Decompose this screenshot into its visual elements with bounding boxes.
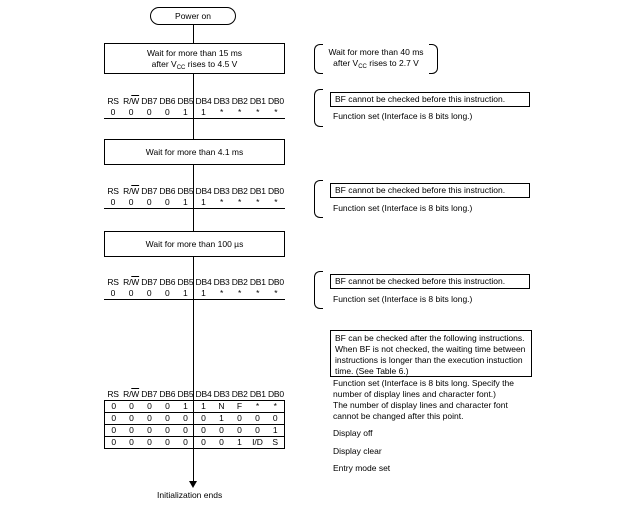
wait-15ms-line1: Wait for more than 15 ms — [146, 47, 243, 58]
note-brace-1 — [314, 89, 323, 127]
alt-wait-right-paren — [429, 44, 438, 74]
wait-4ms-label: Wait for more than 4.1 ms — [145, 146, 244, 157]
display-clear-note: Display clear — [333, 446, 382, 456]
function-set-note-2: Function set (Interface is 8 bits long.) — [333, 203, 473, 213]
entry-mode-note: Entry mode set — [333, 463, 391, 473]
bf-cannot-note-2: BF cannot be checked before this instruc… — [330, 183, 530, 198]
flow-arrow-down — [189, 481, 197, 488]
wait-100us-label: Wait for more than 100 µs — [145, 238, 244, 249]
power-on-terminal: Power on — [150, 7, 236, 25]
wait-4ms-box: Wait for more than 4.1 ms — [104, 139, 285, 165]
wait-15ms-line2: after VCC rises to 4.5 V — [151, 58, 238, 71]
bf-cannot-note-1: BF cannot be checked before this instruc… — [330, 92, 530, 107]
power-on-label: Power on — [175, 10, 211, 21]
note-brace-3 — [314, 271, 323, 309]
function-set-note-1: Function set (Interface is 8 bits long.) — [333, 111, 473, 121]
initialization-ends-label: Initialization ends — [157, 490, 223, 500]
final-function-set-note: Function set (Interface is 8 bits long. … — [333, 378, 514, 421]
alt-wait-left-paren — [314, 44, 323, 74]
display-off-note: Display off — [333, 428, 373, 438]
bf-cannot-note-3: BF cannot be checked before this instruc… — [330, 274, 530, 289]
note-brace-2 — [314, 180, 323, 218]
alt-wait-note: Wait for more than 40 ms after VCC rises… — [328, 47, 424, 70]
wait-15ms-box: Wait for more than 15 ms after VCC rises… — [104, 43, 285, 74]
bf-can-note: BF can be checked after the following in… — [330, 330, 532, 377]
wait-100us-box: Wait for more than 100 µs — [104, 231, 285, 257]
function-set-note-3: Function set (Interface is 8 bits long.) — [333, 294, 473, 304]
